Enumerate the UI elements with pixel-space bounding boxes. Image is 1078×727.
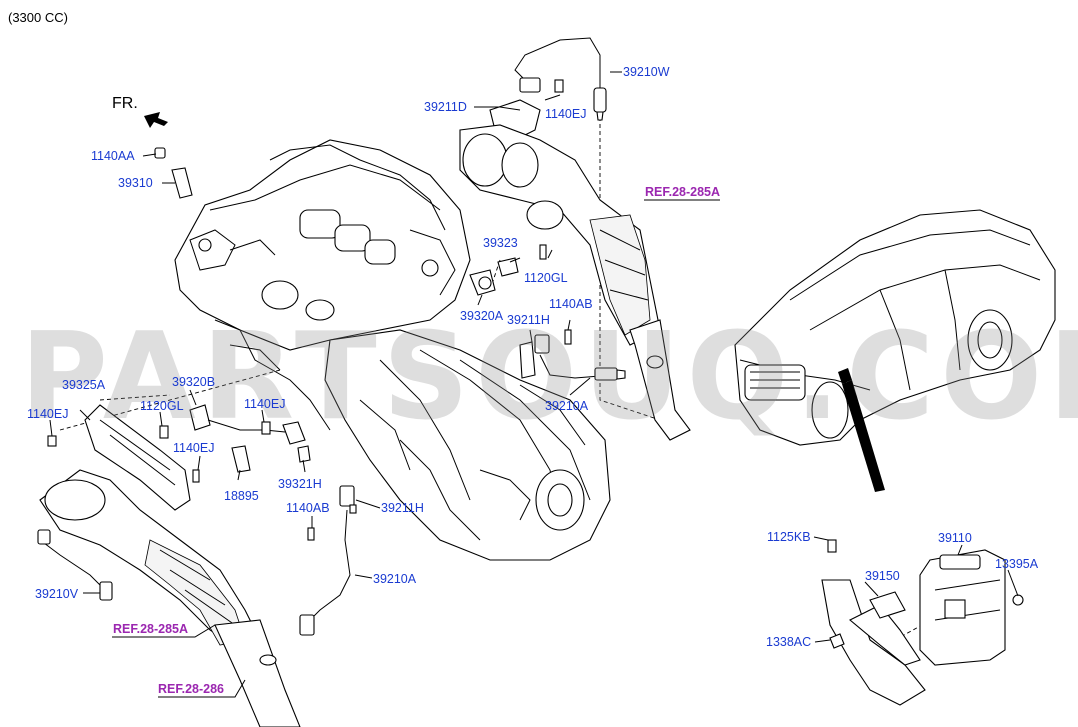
label-1125KB[interactable]: 1125KB [767,530,811,544]
front-direction-label: FR. [112,95,138,112]
label-1140AB-top[interactable]: 1140AB [549,297,593,311]
front-arrow-icon [144,112,168,128]
label-39150[interactable]: 39150 [865,569,900,583]
label-39211H-top[interactable]: 39211H [507,313,550,327]
ref-link-bottom[interactable]: REF.28-286 [158,682,224,696]
label-1120GL-top[interactable]: 1120GL [524,271,568,285]
label-39320A[interactable]: 39320A [460,309,504,323]
label-1140EJ-top[interactable]: 1140EJ [545,107,586,121]
engine-label: (3300 CC) [8,10,68,25]
label-39323[interactable]: 39323 [483,236,518,250]
vehicle-illustration [734,209,1056,492]
lower-left-converter [37,469,301,727]
ecu-assembly [821,539,1024,706]
label-39211H-low[interactable]: 39211H [381,501,424,515]
label-39110[interactable]: 39110 [938,531,972,545]
label-1140AA[interactable]: 1140AA [91,149,135,163]
label-13395A[interactable]: 13395A [995,557,1039,571]
label-39210A-low[interactable]: 39210A [373,572,417,586]
label-39325A[interactable]: 39325A [62,378,106,392]
upper-o2-sensor [514,37,607,121]
engine-assembly [174,139,611,561]
label-1140EJ-low[interactable]: 1140EJ [173,441,214,455]
label-1140EJ-left[interactable]: 1140EJ [27,407,68,421]
label-39210A-top[interactable]: 39210A [545,399,589,413]
label-leaders [49,71,1019,698]
label-1140AB-low[interactable]: 1140AB [286,501,330,515]
left-sensor-parts [47,147,311,511]
ref-link-left[interactable]: REF.28-285A [113,622,188,636]
label-1120GL-left[interactable]: 1120GL [140,399,184,413]
label-39310[interactable]: 39310 [118,176,153,190]
label-18895[interactable]: 18895 [224,489,259,503]
label-39211D[interactable]: 39211D [424,100,467,114]
lower-o2-sensor [299,485,357,636]
label-39320B[interactable]: 39320B [172,375,215,389]
knock-sensor-area [469,244,626,381]
label-39321H[interactable]: 39321H [278,477,322,491]
ref-link-right[interactable]: REF.28-285A [645,185,720,199]
turbo-bracket [459,99,691,441]
label-1140EJ-mid[interactable]: 1140EJ [244,397,285,411]
watermark: PARTSOUQ.COM [20,308,1078,447]
label-39210W[interactable]: 39210W [623,65,670,79]
label-1338AC[interactable]: 1338AC [766,635,811,649]
label-39210V[interactable]: 39210V [35,587,79,601]
part-labels: 1140AA 39310 39211D 1140EJ 39210W 39323 … [27,65,1039,696]
